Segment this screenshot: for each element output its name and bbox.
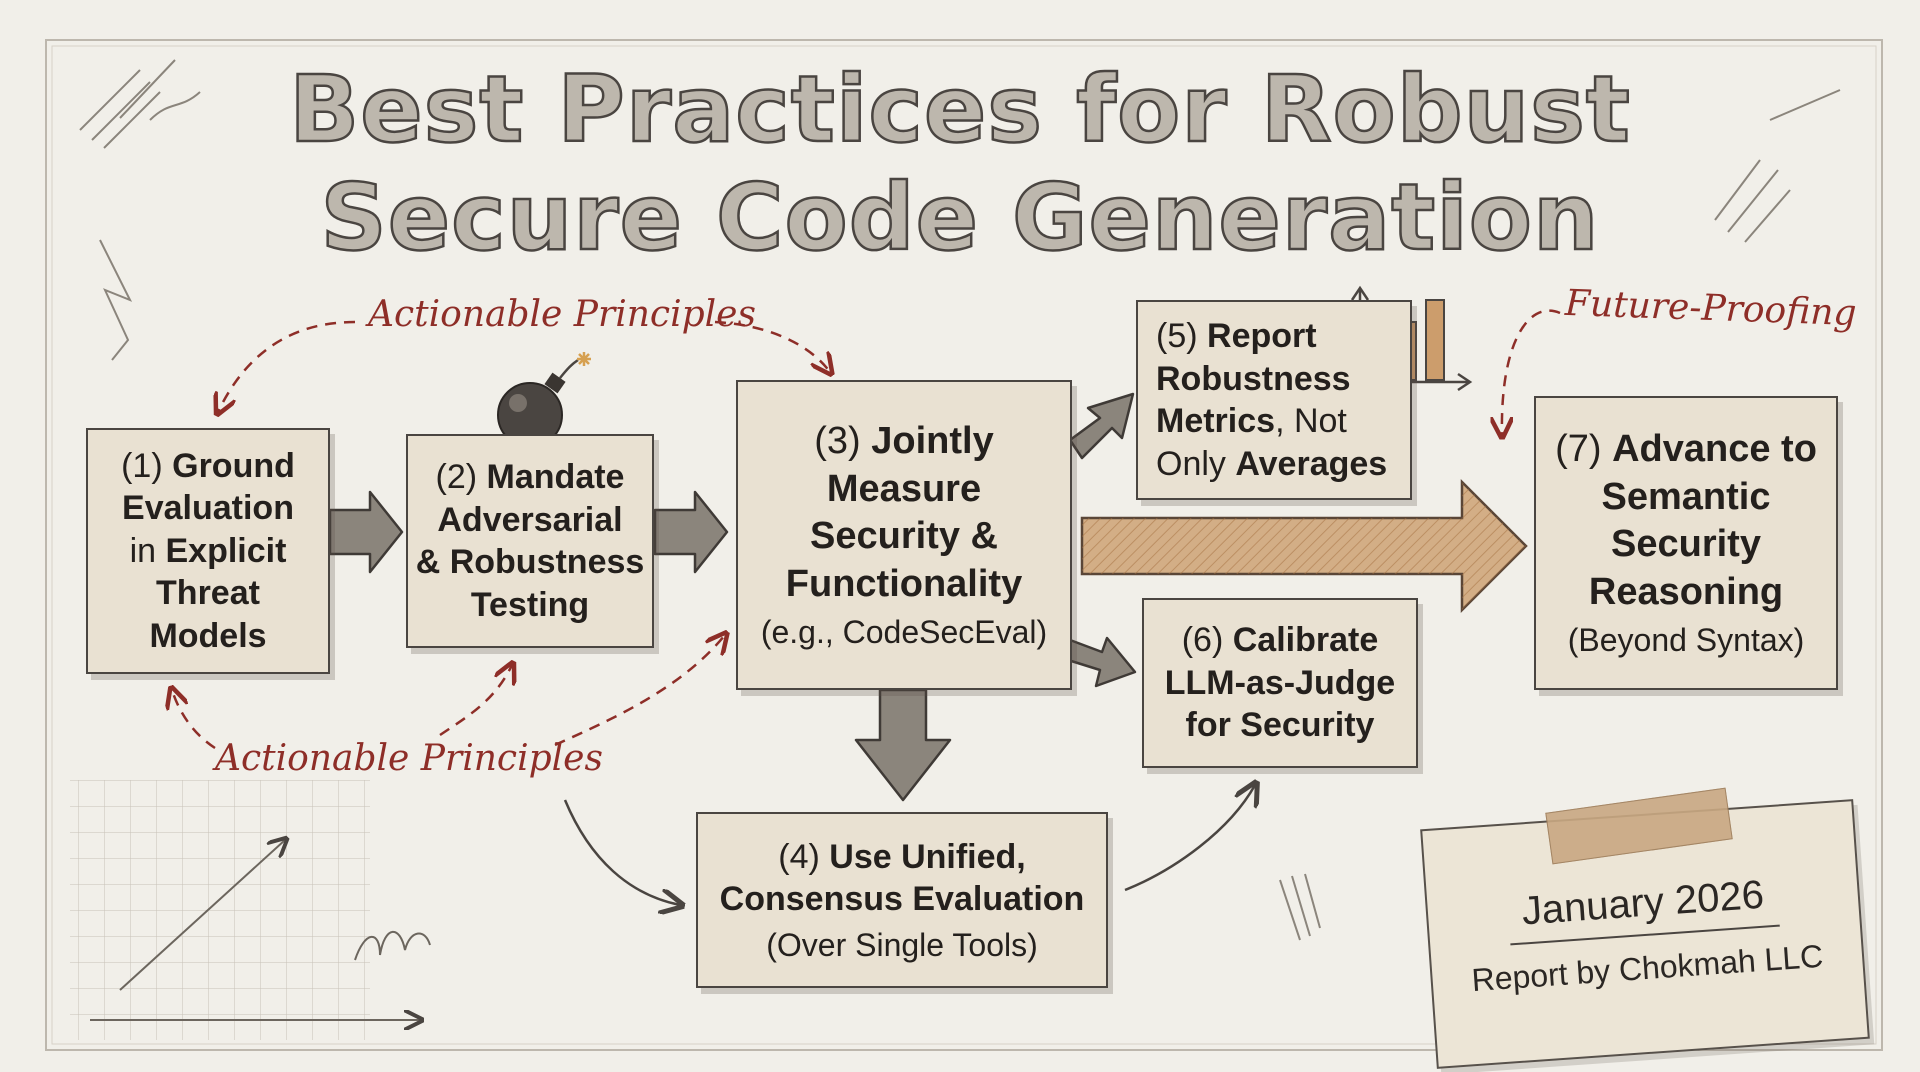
page-title-line-2: Secure Code Generation xyxy=(0,172,1920,264)
step-7-line-2: Semantic xyxy=(1602,476,1771,518)
step-2-line-2: Adversarial xyxy=(437,501,622,539)
arrow-1-to-2 xyxy=(330,492,402,572)
step-1-box: (1) Ground Evaluation in Explicit Threat… xyxy=(86,428,330,674)
step-4-note: (Over Single Tools) xyxy=(766,925,1038,965)
step-1-number: (1) xyxy=(121,447,163,485)
step-2-line-3: & Robustness xyxy=(416,543,645,581)
step-6-heading: Calibrate xyxy=(1233,621,1379,659)
step-3-heading: Jointly xyxy=(871,420,993,462)
grid-sketch xyxy=(70,780,370,1040)
step-2-line-4: Testing xyxy=(471,586,589,624)
arrow-2-to-3 xyxy=(655,492,727,572)
curve-to-4 xyxy=(565,800,680,905)
arrow-3-to-6 xyxy=(1068,638,1135,686)
step-4-line-2: Consensus Evaluation xyxy=(720,880,1085,918)
step-7-box: (7) Advance to Semantic Security Reasoni… xyxy=(1534,396,1838,690)
curve-4-to-6 xyxy=(1125,785,1255,890)
step-5-line-3-rest: , Not xyxy=(1275,402,1347,440)
arrow-3-to-5 xyxy=(1070,394,1133,458)
step-1-line-4: Threat xyxy=(156,574,260,612)
step-5-heading: Report xyxy=(1207,317,1317,355)
step-1-line-5: Models xyxy=(149,617,266,655)
annotation-actionable-principles-top: Actionable Principles xyxy=(368,294,756,335)
annot-arrow-bottom-mid xyxy=(440,665,512,735)
step-3-line-4: Functionality xyxy=(786,563,1022,605)
step-6-number: (6) xyxy=(1182,621,1224,659)
step-5-line-3-bold: Metrics xyxy=(1156,402,1275,440)
step-7-heading: Advance to xyxy=(1612,428,1817,470)
step-1-heading: Ground xyxy=(172,447,295,485)
step-1-line-3-bold: Explicit xyxy=(165,532,286,570)
step-7-line-4: Reasoning xyxy=(1589,571,1783,613)
step-1-line-2: Evaluation xyxy=(122,489,294,527)
report-date: January 2026 xyxy=(1506,872,1780,946)
step-5-box: (5) Report Robustness Metrics, Not Only … xyxy=(1136,300,1412,500)
arrow-3-to-4 xyxy=(856,690,950,800)
annotation-actionable-principles-bottom: Actionable Principles xyxy=(215,738,603,779)
step-7-number: (7) xyxy=(1555,428,1601,470)
step-3-line-2: Measure xyxy=(827,468,981,510)
report-author: Report by Chokmah LLC xyxy=(1470,938,1824,999)
step-7-note: (Beyond Syntax) xyxy=(1568,620,1805,660)
step-5-line-4-pre: Only xyxy=(1156,445,1235,483)
page-title-line-1: Best Practices for Robust xyxy=(0,64,1920,156)
step-3-box: (3) Jointly Measure Security & Functiona… xyxy=(736,380,1072,690)
step-4-heading: Use Unified, xyxy=(829,838,1025,876)
step-7-line-3: Security xyxy=(1611,523,1761,565)
bomb-icon xyxy=(498,352,591,447)
step-1-line-3-pre: in xyxy=(130,532,166,570)
step-3-note: (e.g., CodeSecEval) xyxy=(761,612,1047,652)
annot-arrow-bottom-left xyxy=(172,690,215,748)
step-4-box: (4) Use Unified, Consensus Evaluation (O… xyxy=(696,812,1108,988)
step-2-heading: Mandate xyxy=(487,458,625,496)
step-3-number: (3) xyxy=(814,420,860,462)
step-5-line-4-bold: Averages xyxy=(1235,445,1387,483)
step-6-box: (6) Calibrate LLM-as-Judge for Security xyxy=(1142,598,1418,768)
step-5-line-2: Robustness xyxy=(1156,360,1351,398)
annot-arrow-top-left xyxy=(218,322,355,412)
step-6-line-2: LLM-as-Judge xyxy=(1165,664,1395,702)
step-2-number: (2) xyxy=(436,458,478,496)
step-5-number: (5) xyxy=(1156,317,1198,355)
step-4-number: (4) xyxy=(778,838,820,876)
step-3-line-3: Security & xyxy=(810,515,998,557)
step-6-line-3: for Security xyxy=(1186,706,1375,744)
annot-arrow-bottom-right xyxy=(555,635,725,745)
step-2-box: (2) Mandate Adversarial & Robustness Tes… xyxy=(406,434,654,648)
